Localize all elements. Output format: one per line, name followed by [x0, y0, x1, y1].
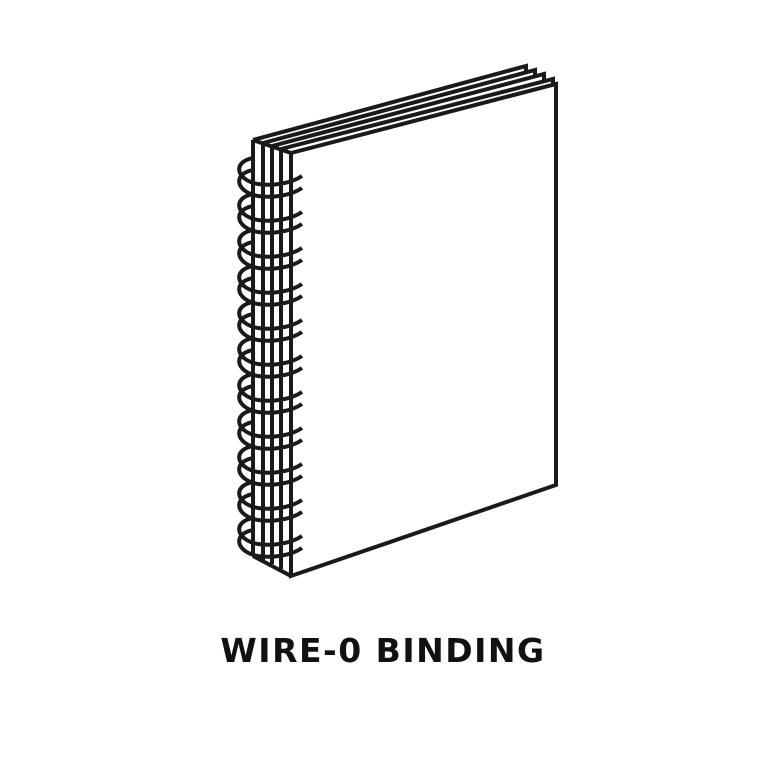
caption-title: WIRE-0 BINDING	[220, 631, 546, 670]
front-cover	[289, 81, 558, 579]
wire-coils	[237, 156, 304, 559]
